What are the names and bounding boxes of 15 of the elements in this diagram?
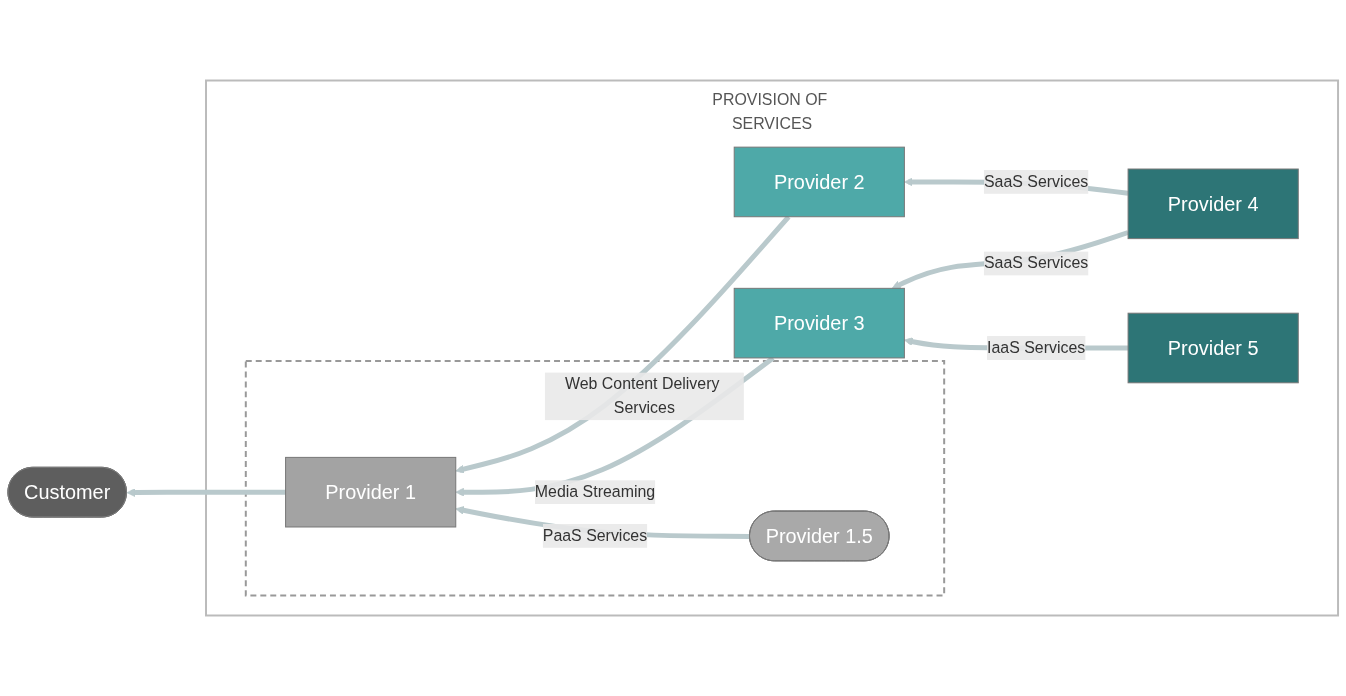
arrow — [455, 215, 791, 474]
edge-label: Web Content Delivery Services — [564, 375, 720, 417]
arrow — [126, 488, 286, 497]
node-box: Provider 3 — [733, 287, 905, 359]
cluster — [244, 359, 946, 597]
edge-label: IaaS Services — [987, 339, 1086, 356]
edge-label: PaaS Services — [542, 526, 648, 544]
node-box: Provider 2 — [733, 146, 905, 218]
edge-label: SaaS Services — [983, 172, 1089, 190]
edge-label: Media Streaming — [534, 483, 656, 501]
node-box: Provider 1 — [285, 456, 457, 528]
arrow — [891, 230, 1129, 289]
edge-label: SaaS Services — [983, 254, 1089, 272]
node-box: Provider 5 — [1127, 312, 1299, 384]
node-box: Provider 4 — [1127, 168, 1299, 240]
